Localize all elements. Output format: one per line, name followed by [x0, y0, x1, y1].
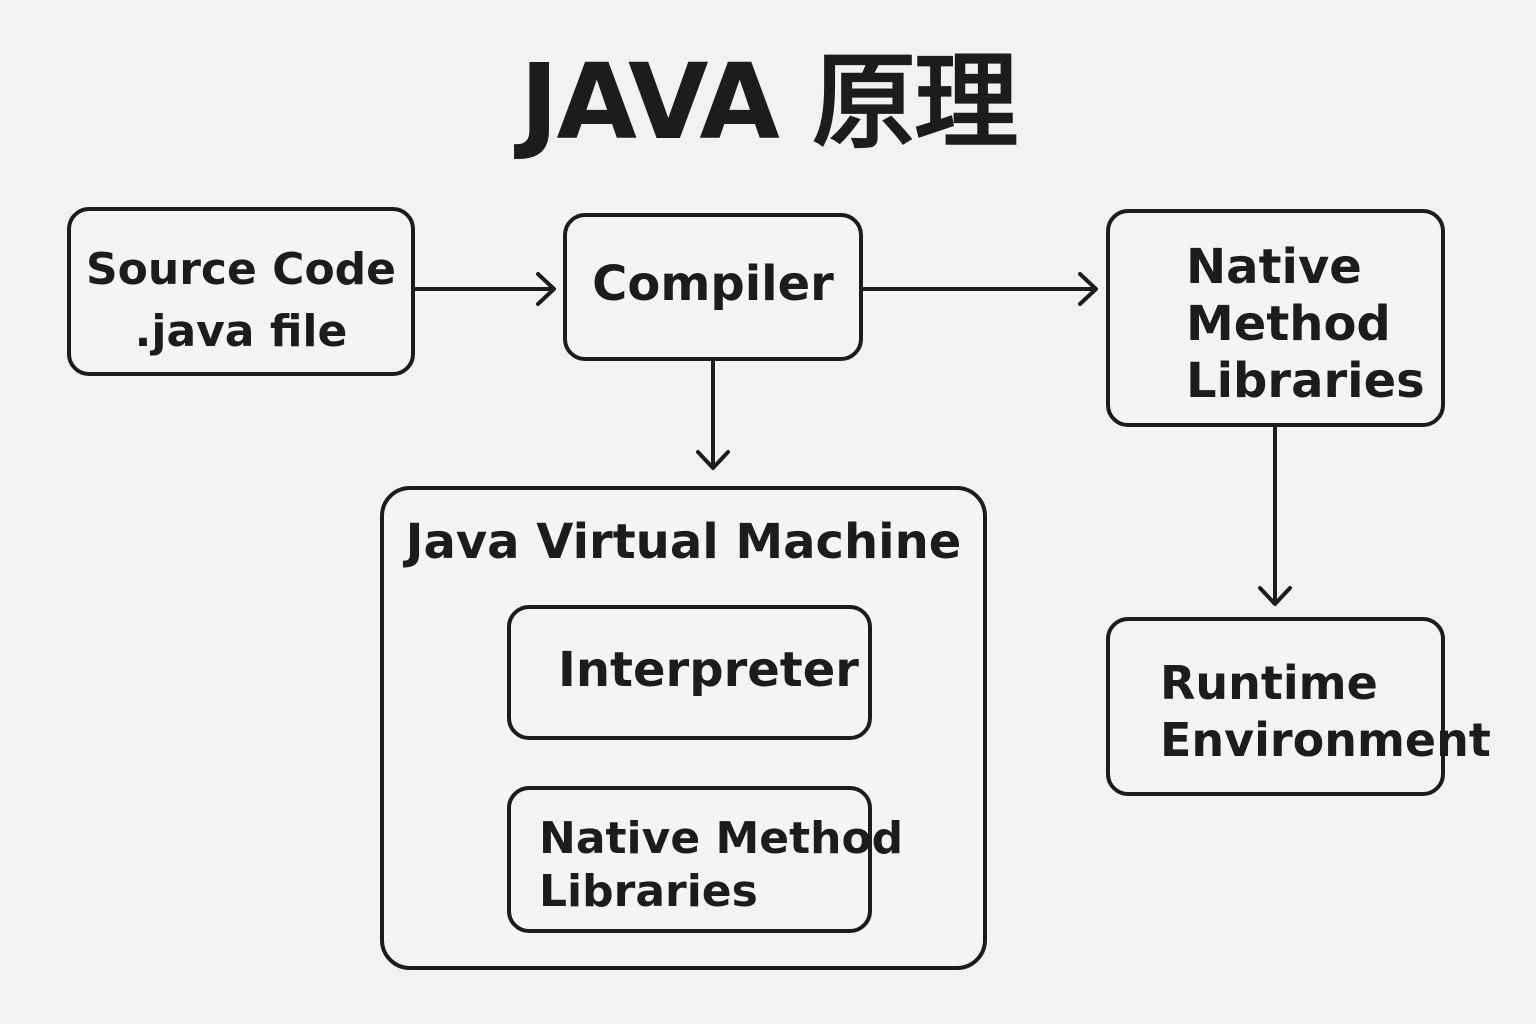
source-code-label: Source Code [85, 244, 397, 295]
environment-label: Environment [1160, 713, 1491, 767]
native-method-inner-text: Native Method Libraries [539, 812, 903, 918]
interpreter-label: Interpreter [558, 642, 859, 698]
native-method-libraries-box: Native Method Libraries [1106, 209, 1445, 427]
compiler-label: Compiler [592, 256, 834, 312]
libraries-label: Libraries [1186, 353, 1425, 409]
arrow-compiler-to-jvm [696, 359, 730, 470]
runtime-environment-text: Runtime Environment [1160, 655, 1491, 769]
source-code-text: Source Code .java file [71, 239, 411, 363]
compiler-box: Compiler [563, 213, 863, 361]
native-method-inner-box: Native Method Libraries [507, 786, 903, 933]
native-method-label: Native Method [539, 813, 904, 864]
native-label: Native [1186, 239, 1362, 295]
arrow-native-libraries-to-runtime [1258, 424, 1292, 606]
diagram-title: JAVA 原理 [519, 41, 1018, 163]
jvm-label: Java Virtual Machine [405, 514, 962, 570]
java-file-label: .java file [134, 306, 348, 357]
source-code-box: Source Code .java file [67, 207, 415, 376]
runtime-environment-box: Runtime Environment [1106, 617, 1491, 796]
native-method-libraries-text: Native Method Libraries [1186, 239, 1425, 410]
arrow-compiler-to-native-libraries [860, 272, 1098, 306]
inner-libraries-label: Libraries [539, 866, 758, 917]
interpreter-box: Interpreter [507, 605, 872, 740]
method-label: Method [1186, 296, 1391, 352]
arrow-source-to-compiler [412, 272, 556, 306]
runtime-label: Runtime [1160, 656, 1378, 710]
